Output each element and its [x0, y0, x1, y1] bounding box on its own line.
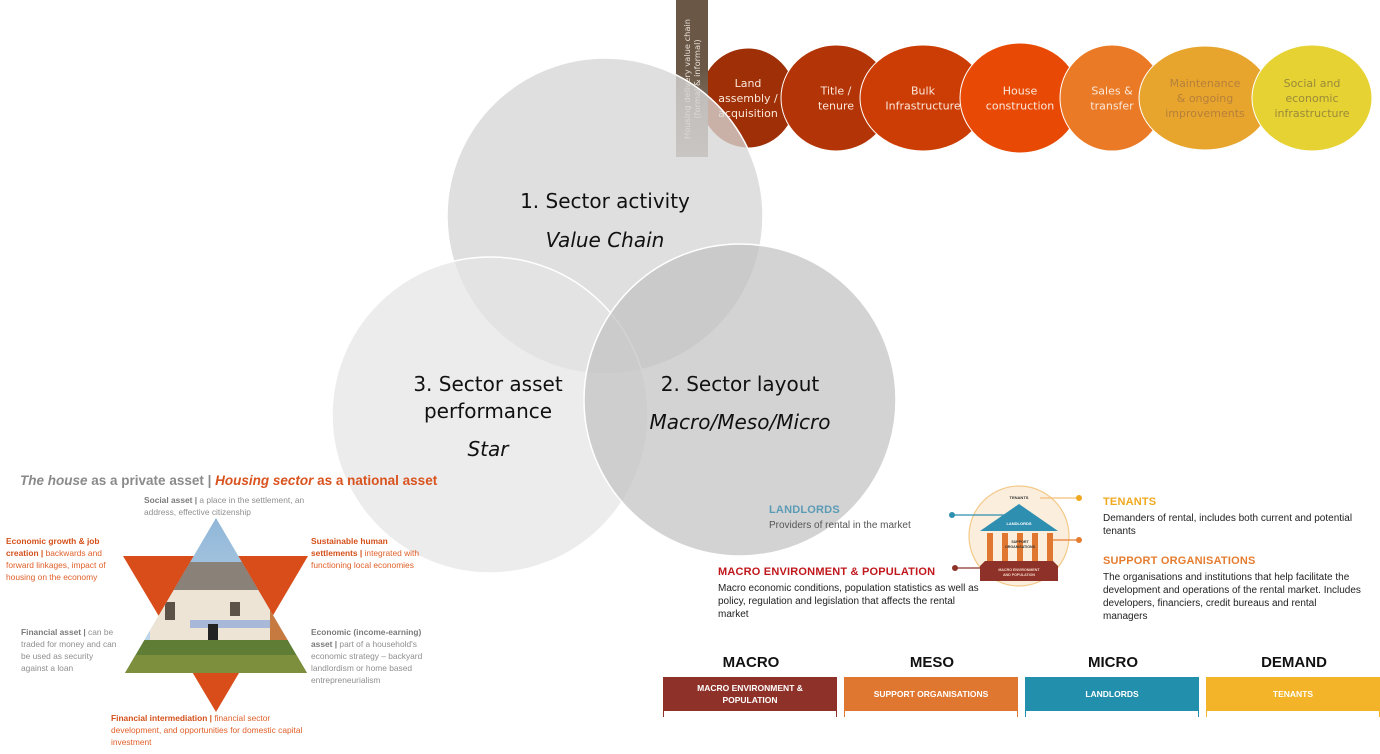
macro-connector-dot	[952, 565, 958, 571]
value-chain-step-label: improvements	[1165, 107, 1245, 120]
column-macro-heading: MACRO	[722, 654, 780, 671]
value-chain-step-label: Land	[735, 77, 762, 90]
star-sustainable-settlements: Sustainable human settlements | integrat…	[311, 536, 420, 570]
value-chain-step-label: transfer	[1090, 100, 1134, 113]
temple-pillars-label-1: SUPPORT	[1011, 540, 1029, 544]
column-meso-box: SUPPORT ORGANISATIONS	[844, 677, 1018, 711]
value-chain-step-label: & ongoing	[1177, 92, 1234, 105]
venn-circle-sector-layout[interactable]	[583, 243, 897, 557]
star-title: The house as a private asset | Housing s…	[20, 473, 438, 488]
star-financial-asset: Financial asset | can be traded for mone…	[21, 627, 117, 673]
column-meso-heading: MESO	[909, 654, 955, 671]
temple-roof-label: LANDLORDS	[1006, 521, 1031, 526]
support-organisations-text: The organisations and institutions that …	[1103, 572, 1361, 622]
macro-environment-text: Macro economic conditions, population st…	[718, 583, 979, 620]
value-chain-step-label: infrastructure	[1274, 107, 1349, 120]
tenants-heading: TENANTS	[1103, 496, 1157, 508]
value-chain-step-label: House	[1003, 85, 1038, 98]
column-macro: MACRO MACRO ENVIRONMENT &POPULATION	[663, 654, 839, 717]
value-chain-step-label: Infrastructure	[885, 100, 961, 113]
star-economic-growth: Economic growth & job creation | backwar…	[6, 536, 106, 582]
temple-pillars-label-2: ORGANISATIONS	[1005, 545, 1036, 549]
landlords-connector-dot	[949, 512, 955, 518]
support-organisations-block: SUPPORT ORGANISATIONS The organisations …	[1103, 555, 1363, 623]
landlords-heading: LANDLORDS	[769, 504, 840, 516]
layout-columns: MACRO MACRO ENVIRONMENT &POPULATION MESO…	[663, 654, 1380, 717]
column-macro-box: MACRO ENVIRONMENT &POPULATION	[663, 677, 837, 711]
venn-circle1-subtitle: Value Chain	[546, 228, 665, 252]
star-social-asset: Social asset | a place in the settlement…	[144, 495, 305, 517]
value-chain-step-label: tenure	[818, 100, 854, 113]
value-chain-step-label: Social and	[1284, 77, 1341, 90]
temple-roof	[980, 504, 1058, 531]
value-chain-step-label: Bulk	[911, 85, 936, 98]
star-economic-income-asset: Economic (income-earning) asset | part o…	[311, 627, 423, 685]
support-organisations-heading: SUPPORT ORGANISATIONS	[1103, 555, 1256, 567]
venn-circle3-subtitle: Star	[467, 437, 510, 461]
value-chain-step-label: Title /	[820, 85, 852, 98]
value-chain-step-7[interactable]	[1251, 44, 1373, 152]
venn-circle1-title: 1. Sector activity	[520, 189, 690, 213]
tenants-connector-dot	[1076, 495, 1082, 501]
landlords-block: LANDLORDS Providers of rental in the mar…	[769, 504, 969, 532]
value-chain-step-label: economic	[1285, 92, 1338, 105]
column-micro-box: LANDLORDS	[1025, 677, 1199, 711]
macro-environment-heading: MACRO ENVIRONMENT & POPULATION	[718, 566, 936, 578]
value-chain-step-label: acquisition	[718, 107, 778, 120]
temple-base-label-1: MACRO ENVIRONMENT	[998, 568, 1040, 572]
column-demand-box: TENANTS	[1206, 677, 1380, 711]
column-demand: DEMAND TENANTS	[1206, 654, 1380, 717]
value-chain-step-label: assembly /	[718, 92, 778, 105]
tenants-text: Demanders of rental, includes both curre…	[1103, 513, 1353, 537]
support-connector-dot	[1076, 537, 1082, 543]
temple-base-label-2: AND POPULATION	[1003, 573, 1035, 577]
column-micro: MICRO LANDLORDS	[1025, 654, 1201, 717]
column-micro-heading: MICRO	[1088, 654, 1138, 671]
venn-circle3-title-line2: performance	[424, 399, 552, 423]
value-chain-step-label: Maintenance	[1170, 77, 1241, 90]
tenants-block: TENANTS Demanders of rental, includes bo…	[1103, 496, 1363, 538]
venn-circle2-title: 2. Sector layout	[661, 372, 820, 396]
temple-top-label: TENANTS	[1010, 495, 1029, 500]
column-meso: MESO SUPPORT ORGANISATIONS	[844, 654, 1020, 717]
column-demand-heading: DEMAND	[1261, 654, 1327, 671]
venn-circle3-title-line1: 3. Sector asset	[413, 372, 562, 396]
venn-circle2-subtitle: Macro/Meso/Micro	[650, 410, 831, 434]
landlords-text: Providers of rental in the market	[769, 520, 911, 531]
temple-base	[980, 561, 1058, 581]
value-chain-step-label: construction	[986, 100, 1054, 113]
value-chain-step-label: Sales &	[1091, 85, 1133, 98]
star-financial-intermediation: Financial intermediation | financial sec…	[111, 713, 303, 747]
macro-environment-block: MACRO ENVIRONMENT & POPULATION Macro eco…	[718, 566, 983, 621]
